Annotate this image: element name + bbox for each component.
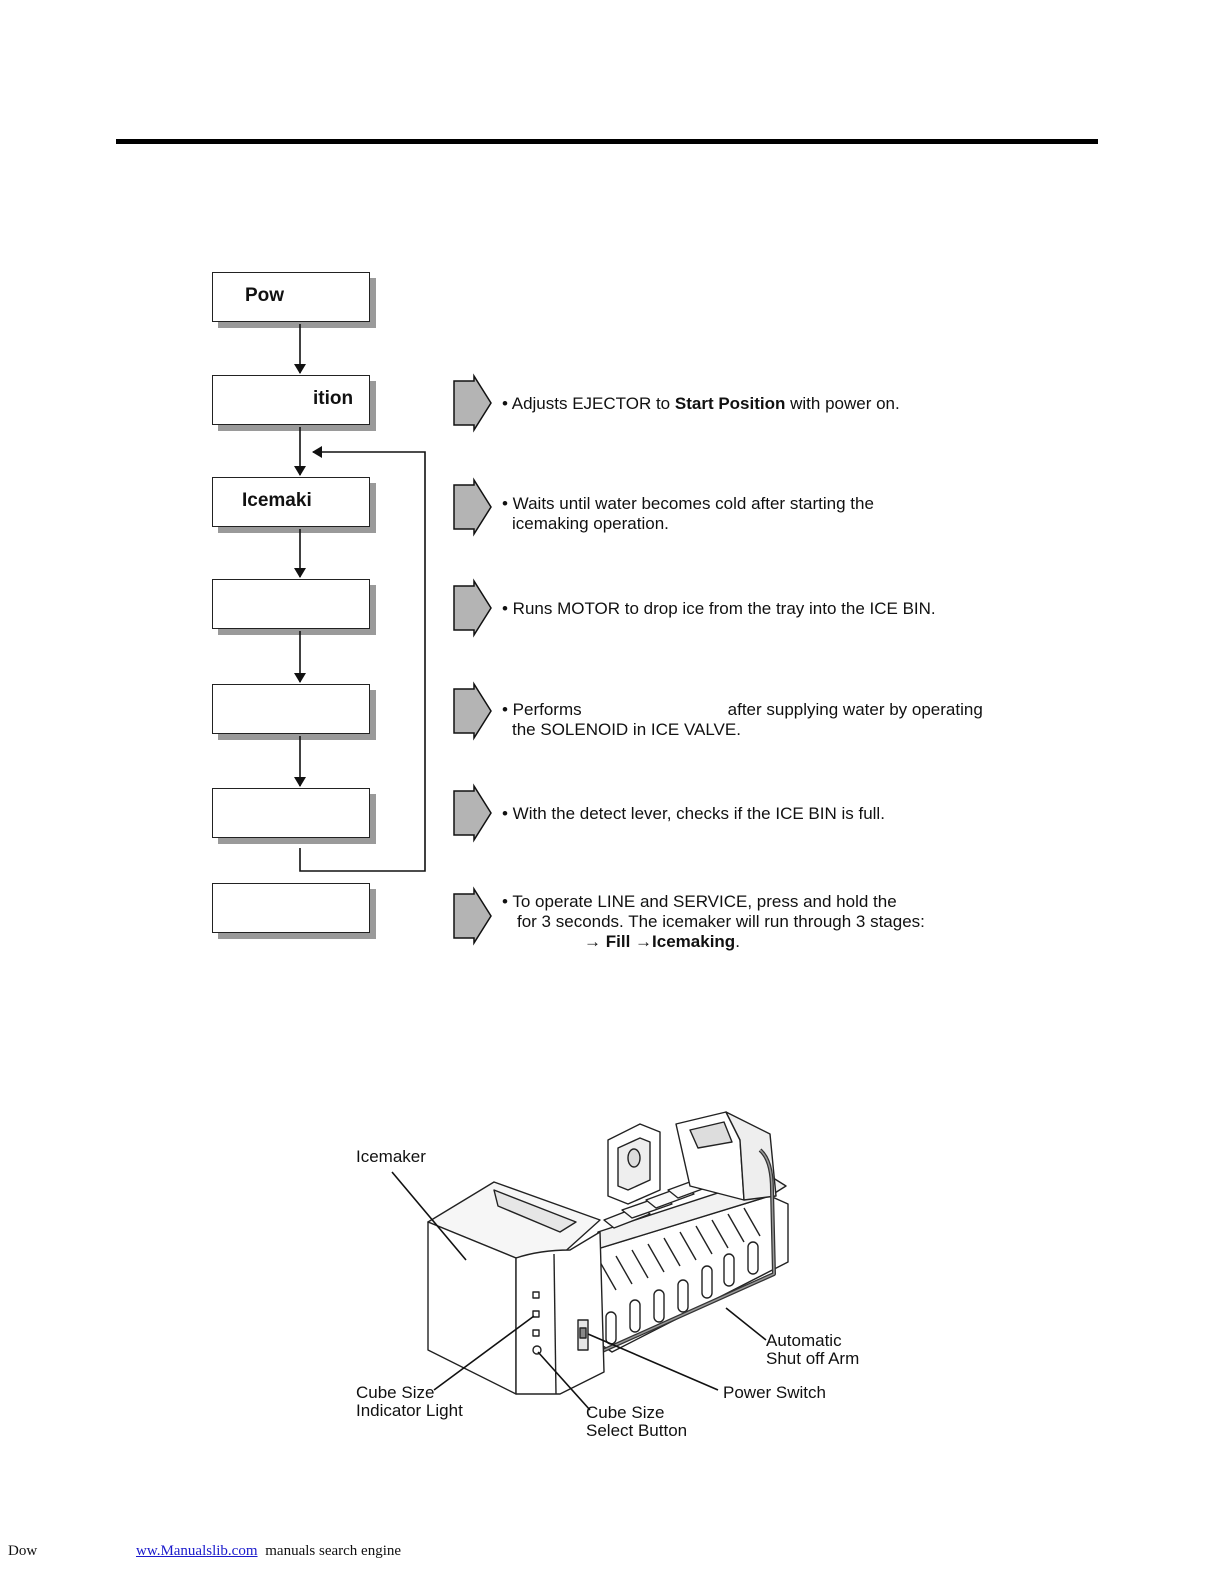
manualslib-link[interactable]: ww.Manualslib.com bbox=[136, 1543, 258, 1559]
flow-connectors bbox=[294, 324, 426, 872]
label-text: Shut off Arm bbox=[766, 1349, 860, 1368]
desc-bold-text: Fill bbox=[605, 932, 631, 951]
desc-text: after supplying water by operating bbox=[727, 700, 983, 719]
desc-text: . bbox=[735, 932, 740, 951]
label-text: Cube Size bbox=[586, 1403, 665, 1422]
desc-bold-text: Start Position bbox=[674, 394, 786, 413]
flow-description-ice-bin-check: • With the detect lever, checks if the I… bbox=[502, 804, 885, 824]
block-arrow-icon bbox=[453, 477, 492, 537]
label-leader-lines bbox=[391, 1171, 767, 1411]
label-cube-size-indicator-light: Cube Size Indicator Light bbox=[356, 1384, 463, 1420]
flow-box-icemaking: Icemaki bbox=[212, 477, 370, 527]
footer-prefix: Dow bbox=[8, 1543, 37, 1560]
flow-box-label: ition bbox=[313, 388, 354, 409]
block-arrow-icon bbox=[453, 681, 492, 741]
block-arrow-icon bbox=[453, 886, 492, 946]
label-text: Select Button bbox=[586, 1421, 688, 1440]
label-icemaker: Icemaker bbox=[356, 1148, 426, 1166]
flow-description-fill: • Performs after supplying water by opera… bbox=[502, 700, 983, 740]
desc-line: the SOLENOID in ICE VALVE. bbox=[512, 720, 741, 739]
icemaker-illustration bbox=[427, 1111, 789, 1395]
footer-link-area: ww.Manualslib.com manuals search engine bbox=[126, 1543, 401, 1560]
flow-box-label: Pow bbox=[245, 285, 285, 306]
desc-line: icemaking operation. bbox=[512, 514, 669, 533]
desc-line: • With the detect lever, checks if the I… bbox=[502, 804, 885, 823]
block-arrow-icon bbox=[453, 578, 492, 638]
label-text: Automatic bbox=[766, 1331, 842, 1350]
footer-text: manuals search engine bbox=[265, 1543, 402, 1559]
flow-box-full-ice-detection bbox=[212, 788, 370, 838]
label-text: Cube Size bbox=[356, 1383, 435, 1402]
flow-box-fill bbox=[212, 684, 370, 734]
desc-line: • Runs MOTOR to drop ice from the tray i… bbox=[502, 599, 936, 618]
flow-box-power: Pow bbox=[212, 272, 370, 322]
desc-text: with power on. bbox=[785, 394, 900, 413]
label-text: Icemaker bbox=[356, 1147, 426, 1166]
flow-description-test-mode: • To operate LINE and SERVICE, press and… bbox=[502, 892, 925, 952]
flow-box-test-mode bbox=[212, 883, 370, 933]
desc-line: for 3 seconds. The icemaker will run thr… bbox=[517, 912, 925, 931]
desc-line: • To operate LINE and SERVICE, press and… bbox=[502, 892, 897, 911]
flow-description-start-position: • Adjusts EJECTOR to Start Position with… bbox=[502, 394, 900, 414]
block-arrow-icon bbox=[453, 783, 492, 843]
flow-box-label: Icemaki bbox=[242, 490, 312, 511]
flow-description-harvest: • Runs MOTOR to drop ice from the tray i… bbox=[502, 599, 936, 619]
label-automatic-shut-off-arm: Automatic Shut off Arm bbox=[766, 1332, 859, 1368]
flow-box-start-position: ition bbox=[212, 375, 370, 425]
desc-text: • Performs bbox=[502, 700, 582, 719]
label-cube-size-select-button: Cube Size Select Button bbox=[586, 1404, 687, 1440]
desc-text: • Adjusts EJECTOR to bbox=[502, 394, 675, 413]
arrow-glyph: → bbox=[635, 932, 653, 951]
arrow-glyph: → bbox=[584, 932, 601, 951]
label-power-switch: Power Switch bbox=[723, 1384, 826, 1402]
header-rule bbox=[116, 139, 1098, 144]
flow-box-harvest bbox=[212, 579, 370, 629]
label-text: Indicator Light bbox=[356, 1401, 463, 1420]
footer-text: Dow bbox=[8, 1543, 38, 1559]
label-text: Power Switch bbox=[723, 1383, 826, 1402]
block-arrow-icons bbox=[453, 373, 492, 946]
flow-description-icemaking: • Waits until water becomes cold after s… bbox=[502, 494, 874, 534]
desc-line: • Waits until water becomes cold after s… bbox=[502, 494, 874, 513]
desc-bold-text: Icemaking bbox=[652, 932, 736, 951]
block-arrow-icon bbox=[453, 373, 492, 433]
